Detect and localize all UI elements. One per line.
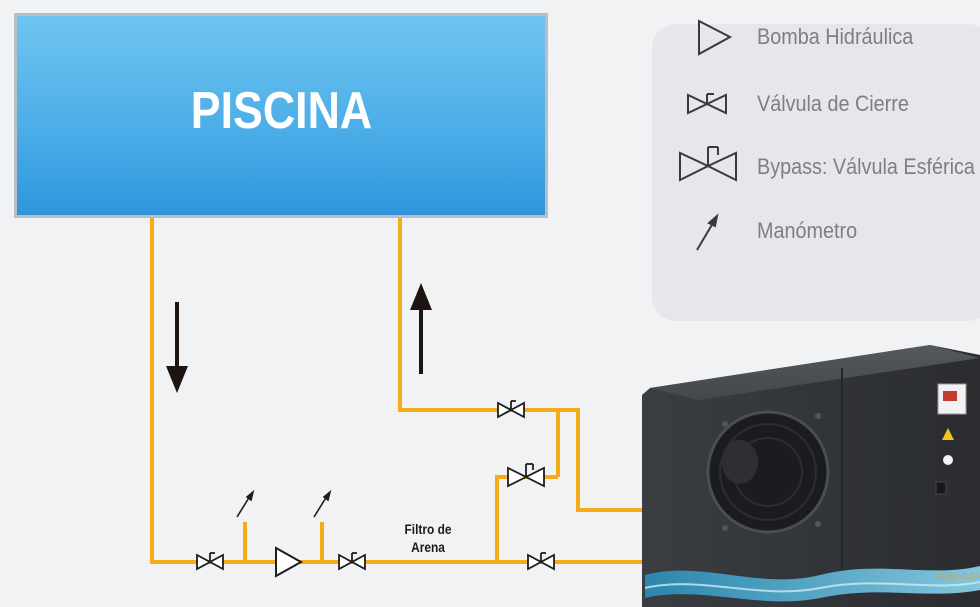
legend-label-bypass-valve: Bypass: Válvula Esférica [757, 154, 975, 179]
shutoff-valve [196, 552, 224, 571]
wave-decoration [645, 566, 980, 602]
pool-tank: PISCINA [14, 13, 548, 218]
sand-filter-label-line1: Filtro de [404, 521, 452, 537]
shutoff-valve [497, 400, 525, 419]
legend-label-gauge: Manómetro [757, 218, 858, 243]
pipe-bypass [495, 475, 558, 562]
legend-gauge-icon [696, 213, 719, 251]
hydraulic-pump [275, 546, 304, 578]
fan-hub [722, 440, 758, 484]
pipe-pool-return [398, 218, 650, 512]
heat-pump-brand: POOLCONTR [936, 572, 980, 581]
sand-filter-label-line2: Arena [411, 539, 445, 555]
pressure-gauge [313, 489, 332, 518]
legend-panel [652, 24, 980, 321]
pipe-network [150, 218, 650, 564]
heat-pump-unit [642, 345, 980, 607]
pressure-gauge [236, 489, 255, 518]
legend-bypass-valve-icon [679, 146, 737, 182]
pipe-pool-outlet [150, 218, 650, 564]
legend-shutoff-valve-icon [687, 93, 727, 115]
warning-label [942, 428, 954, 440]
flow-arrow-down [166, 302, 188, 393]
flow-arrow-up [410, 283, 432, 374]
legend-label-shutoff-valve: Válvula de Cierre [757, 91, 909, 116]
shutoff-valve [338, 552, 366, 571]
power-switch [935, 481, 947, 495]
warning-badge [943, 455, 953, 465]
sand-filter-label: Filtro de Arena [403, 520, 454, 556]
bypass-ball-valve [507, 463, 545, 488]
shutoff-valve [527, 552, 555, 571]
legend-pump-icon [698, 19, 733, 56]
pool-title: PISCINA [190, 81, 372, 140]
legend-label-pump: Bomba Hidráulica [757, 24, 914, 49]
